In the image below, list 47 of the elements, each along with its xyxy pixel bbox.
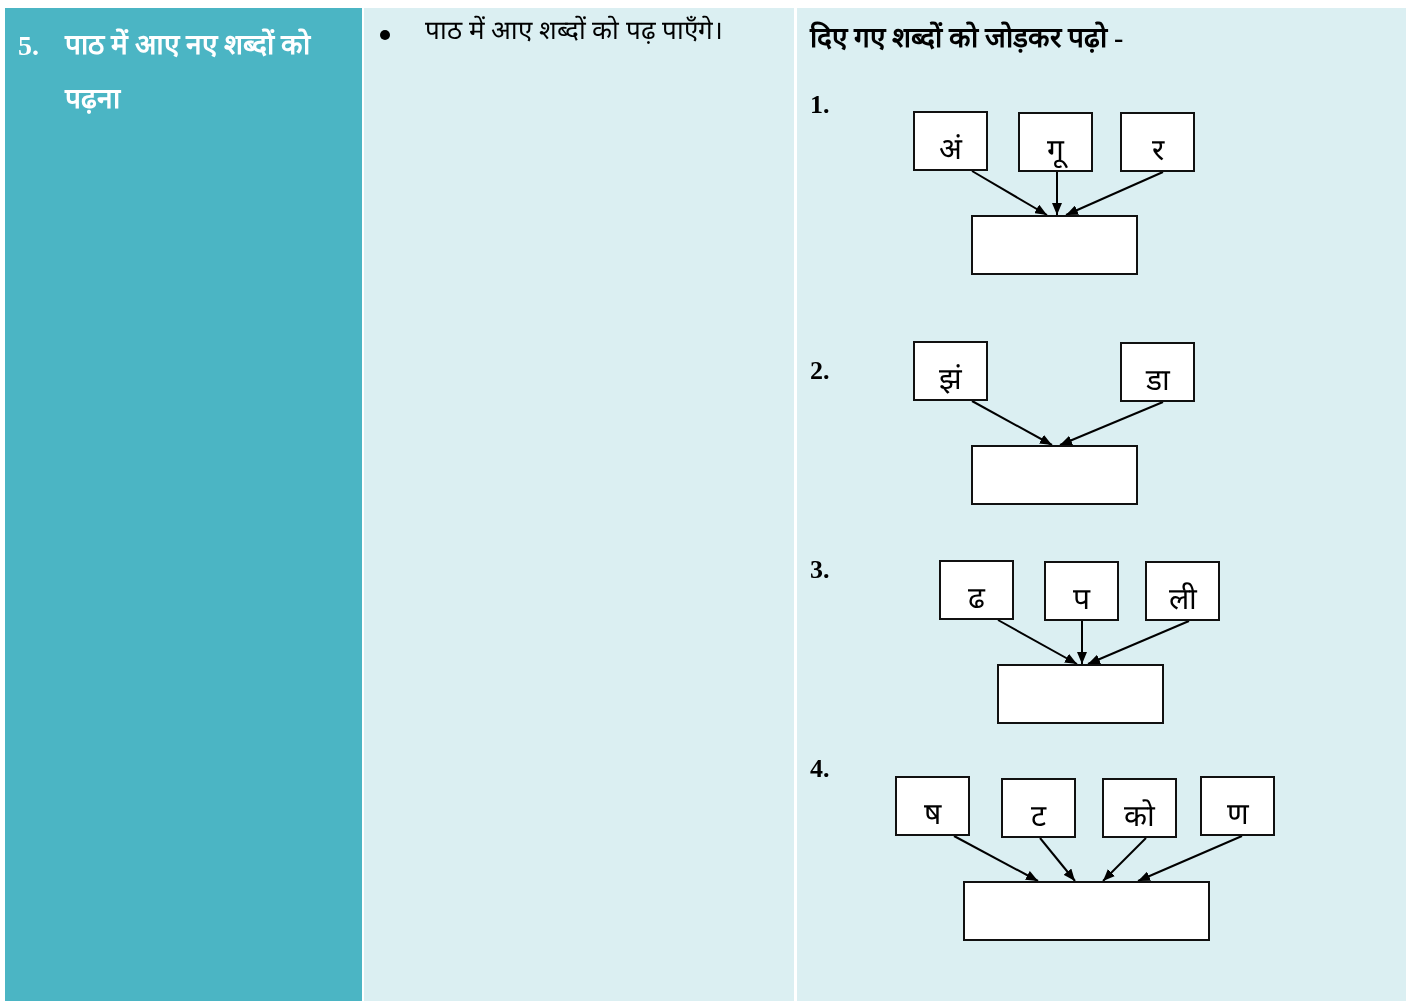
letter-box [1120,112,1195,172]
answer-box [971,445,1138,505]
answer-box [963,881,1210,941]
arrow [1137,835,1243,882]
letter: ली [1168,582,1197,615]
letter: झं [939,362,962,395]
answer-box [997,664,1164,724]
arrow [1077,620,1087,665]
item-number: 3. [810,554,830,586]
letter: ढ [968,581,985,614]
arrow [1052,171,1062,216]
letter-box [1044,561,1119,621]
letter-box [895,776,970,836]
letter-box [913,341,988,401]
arrow [1102,837,1147,882]
letter: अं [939,132,962,165]
letter: को [1124,799,1155,832]
item-number: 5. [18,29,39,63]
letter-box [1018,112,1093,172]
letter-box [939,560,1014,620]
arrow [1065,171,1164,216]
item-number: 2. [810,355,830,387]
cell-text: पाठ में आए शब्दों को पढ़ पाएँगे। [425,14,724,47]
letter-box [1001,778,1076,838]
letter: डा [1145,363,1170,396]
arrow [1039,837,1076,882]
arrow [1087,620,1190,665]
item-number: 1. [810,89,830,121]
arrow [953,835,1039,882]
item-number: 4. [810,753,830,785]
letter-box [1102,778,1177,838]
letter-box [913,111,988,171]
arrow [971,170,1048,216]
letter-box [1200,776,1275,836]
cell-text: पाठ में आए नए शब्दों को पढ़ना [65,27,312,116]
answer-box [971,215,1138,275]
letter: र [1151,133,1164,166]
heading: दिए गए शब्दों को जोड़कर पढ़ो - [810,20,1124,55]
letter: ट [1031,799,1046,832]
arrow [997,619,1078,665]
letter: ष [924,797,941,830]
letter-box [1145,561,1220,621]
letter: प [1073,582,1090,615]
arrow [971,400,1053,446]
arrow [1059,401,1164,446]
letter-box [1120,342,1195,402]
letter: ण [1226,797,1249,830]
